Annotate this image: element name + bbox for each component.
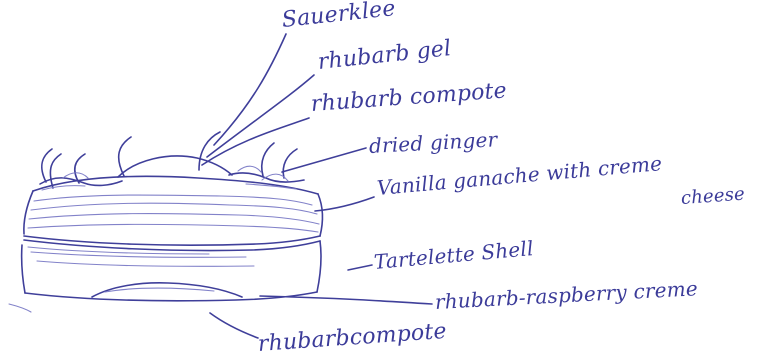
leader-vanilla-ganache — [315, 197, 374, 211]
garnish-sprig-3 — [75, 154, 85, 183]
ganache-texture-3 — [29, 214, 319, 224]
garnish-sprig-2 — [50, 154, 61, 188]
inner-compote-dome — [92, 283, 242, 297]
table-stroke — [9, 304, 31, 312]
leader-rhubarb-gel — [207, 75, 314, 157]
shell-right-side — [317, 241, 321, 292]
leader-sauerklee — [214, 34, 286, 145]
shell-left-side — [22, 245, 25, 293]
ganache-texture-4 — [28, 224, 318, 232]
dome-compote-top — [118, 156, 232, 177]
garnish-sprig-4 — [119, 137, 131, 176]
tart-shell — [22, 240, 321, 301]
label-vanilla-ganache-line2: cheese — [680, 186, 745, 208]
garnish-sprig-6 — [262, 143, 274, 176]
leader-dried-ginger — [282, 148, 366, 172]
ganache-texture-2 — [31, 203, 317, 214]
garnish-sprig-7 — [283, 149, 297, 178]
ganache-layer — [24, 176, 323, 245]
inner-compote-highlight — [105, 288, 214, 292]
ginger-shard-2 — [238, 166, 261, 172]
shell-highlight-3 — [37, 261, 254, 266]
ganache-right-side — [318, 194, 322, 236]
leader-tartelette-shell — [348, 265, 372, 270]
leader-rhubarb-compote-bottom — [210, 313, 258, 338]
ganache-bottom-edge — [24, 236, 320, 245]
label-dried-ginger: dried ginger — [368, 129, 497, 156]
